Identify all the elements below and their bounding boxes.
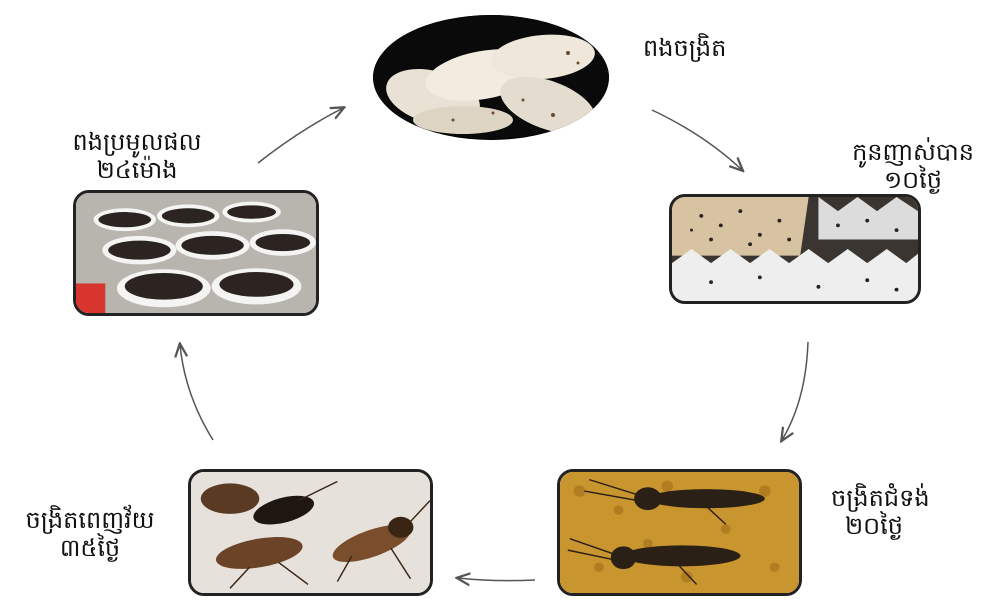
label-hatch-line2: ១០ថ្ងៃ: [838, 166, 988, 194]
adult-crickets-photo: [188, 469, 433, 596]
label-hatch: កូនញាស់បាន ១០ថ្ងៃ: [838, 138, 988, 194]
label-growth-line1: ចង្រិតជំទង់: [831, 484, 930, 512]
label-eggs-line1: ពងចង្រិត: [643, 34, 726, 62]
arrow-adult-to-collect: [180, 345, 213, 440]
label-growth: ចង្រិតជំទង់ ២០ថ្ងៃ: [831, 484, 930, 540]
eggs-photo: [373, 15, 609, 140]
label-adult-line1: ចង្រិតពេញវ័យ: [5, 506, 175, 534]
arrow-collect-to-eggs: [258, 108, 343, 163]
egg-collection-photo: [73, 190, 319, 316]
label-collect-line2: ២៤ម៉ោង: [52, 156, 222, 184]
label-growth-line2: ២០ថ្ងៃ: [831, 512, 930, 540]
label-collect-line1: ពងប្រមូលផល: [52, 128, 222, 156]
label-adult-line2: ៣៥ថ្ងៃ: [5, 534, 175, 562]
label-collect: ពងប្រមូលផល ២៤ម៉ោង: [52, 128, 222, 184]
hatchlings-photo: [669, 194, 921, 304]
label-eggs: ពងចង្រិត: [643, 34, 726, 62]
arrow-hatch-to-growth: [782, 342, 808, 440]
label-adult: ចង្រិតពេញវ័យ ៣៥ថ្ងៃ: [5, 506, 175, 562]
label-hatch-line1: កូនញាស់បាន: [838, 138, 988, 166]
juvenile-crickets-photo: [557, 469, 802, 596]
arrow-growth-to-adult: [458, 578, 535, 581]
arrow-eggs-to-hatch: [652, 110, 742, 170]
